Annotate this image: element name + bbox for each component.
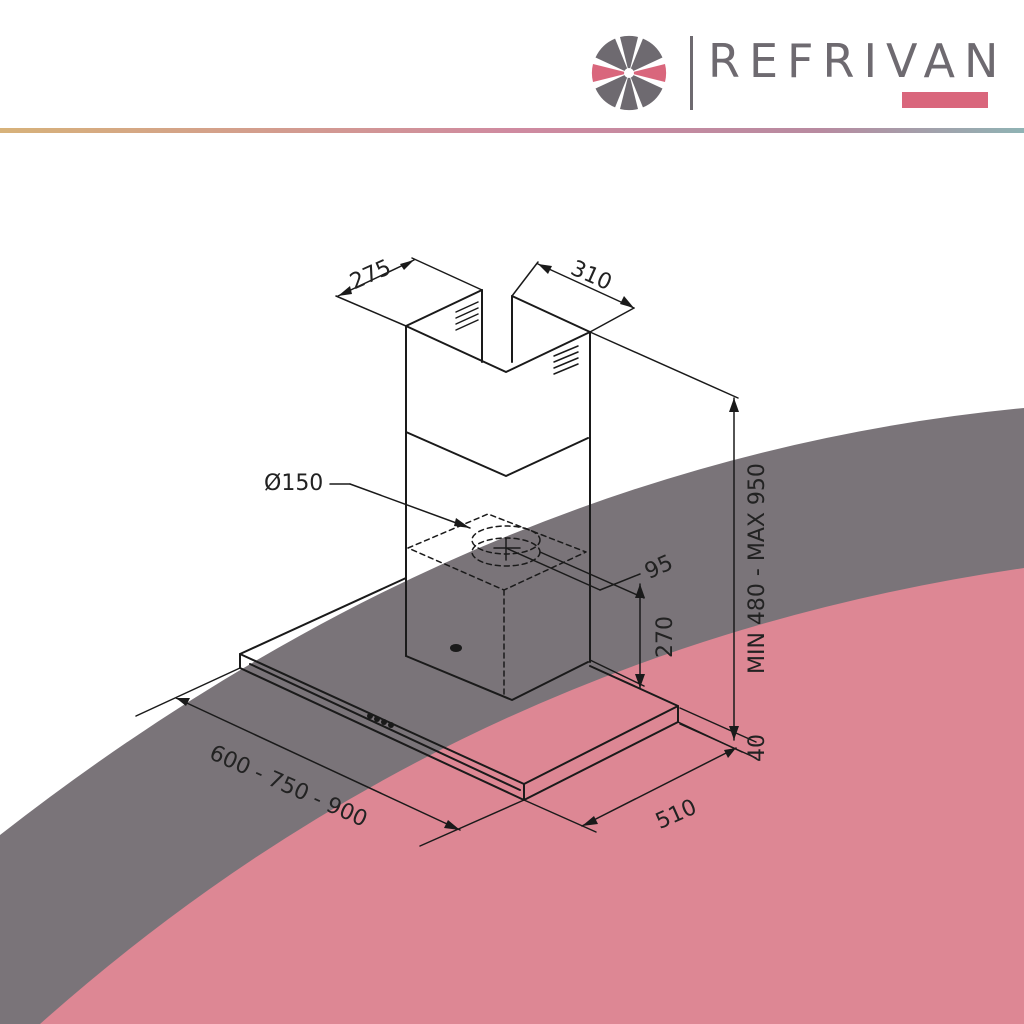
dim-270-label: 270	[653, 616, 678, 658]
vent-grilles	[455, 301, 579, 375]
canopy	[239, 577, 679, 801]
arrow-heads	[176, 260, 739, 830]
header: REFRIVAN	[0, 0, 1024, 140]
dim-40-label: 40	[745, 734, 770, 762]
brand-tagline-strip	[902, 92, 988, 108]
brand-name: REFRIVAN	[708, 34, 1008, 88]
chimney	[405, 289, 591, 701]
dim-275-label: 275	[346, 255, 395, 295]
brand-logo-icon	[591, 35, 667, 111]
dim-duct-diameter-label: Ø150	[264, 471, 323, 496]
dimension-lines	[135, 257, 757, 847]
dim-310-label: 310	[567, 256, 616, 296]
dim-width-label: 600 - 750 - 900	[206, 741, 371, 833]
dim-chimney-height-label: MIN 480 - MAX 950	[745, 463, 770, 674]
header-rule	[0, 128, 1024, 133]
dim-510-label: 510	[652, 795, 701, 835]
dim-95-label: 95	[641, 550, 677, 584]
control-buttons	[367, 713, 394, 728]
light-lens	[450, 644, 462, 652]
logo-divider	[690, 36, 693, 110]
